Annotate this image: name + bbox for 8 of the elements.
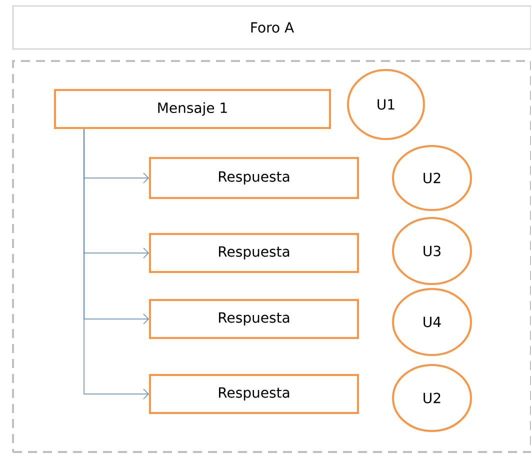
- title-box: Foro A: [12, 5, 531, 50]
- arrow: [84, 128, 149, 400]
- message-box: Respuesta: [149, 299, 359, 339]
- message-box: Mensaje 1: [54, 89, 331, 129]
- message-box: Respuesta: [149, 233, 359, 273]
- message-box: Respuesta: [149, 374, 359, 414]
- message-box: Respuesta: [149, 157, 359, 199]
- dashed-frame: [12, 60, 531, 453]
